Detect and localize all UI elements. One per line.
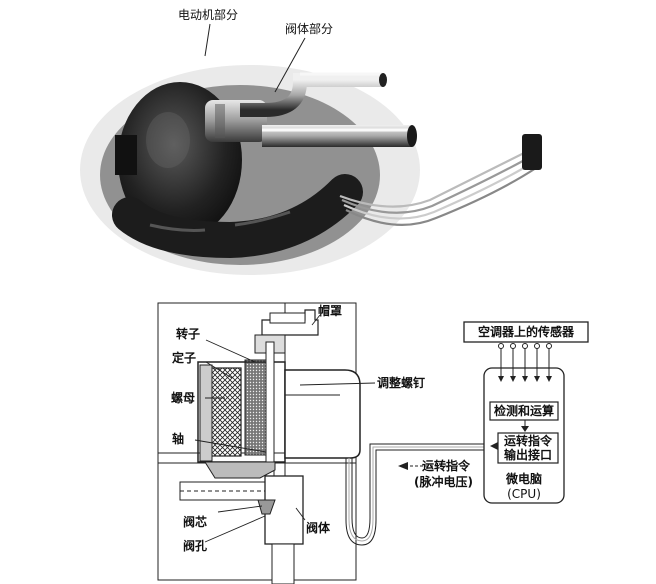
cpu-sublabel: (CPU) <box>507 487 541 501</box>
output-box-label-1: 运转指令 <box>503 434 552 448</box>
label-valve-body: 阀体 <box>306 521 331 535</box>
label-adjust-screw: 调整螺钉 <box>377 376 426 390</box>
label-shaft: 轴 <box>172 432 185 446</box>
cpu-label: 微电脑 <box>505 472 542 486</box>
label-valve-hole: 阀孔 <box>183 539 208 553</box>
label-valve-part: 阀体部分 <box>285 22 334 36</box>
label-valve-core: 阀芯 <box>183 515 208 529</box>
detect-box-label: 检测和运算 <box>493 404 554 418</box>
label-stator: 定子 <box>172 351 197 365</box>
label-command-pulse: (脉冲电压) <box>414 475 473 489</box>
label-nut: 螺母 <box>171 391 196 405</box>
label-rotor: 转子 <box>176 327 201 341</box>
label-cap: 帽罩 <box>318 304 343 318</box>
label-motor-part: 电动机部分 <box>178 8 239 22</box>
output-box-label-2: 输出接口 <box>503 448 552 462</box>
label-command: 运转指令 <box>422 459 471 473</box>
sensor-box-label: 空调器上的传感器 <box>477 325 574 339</box>
